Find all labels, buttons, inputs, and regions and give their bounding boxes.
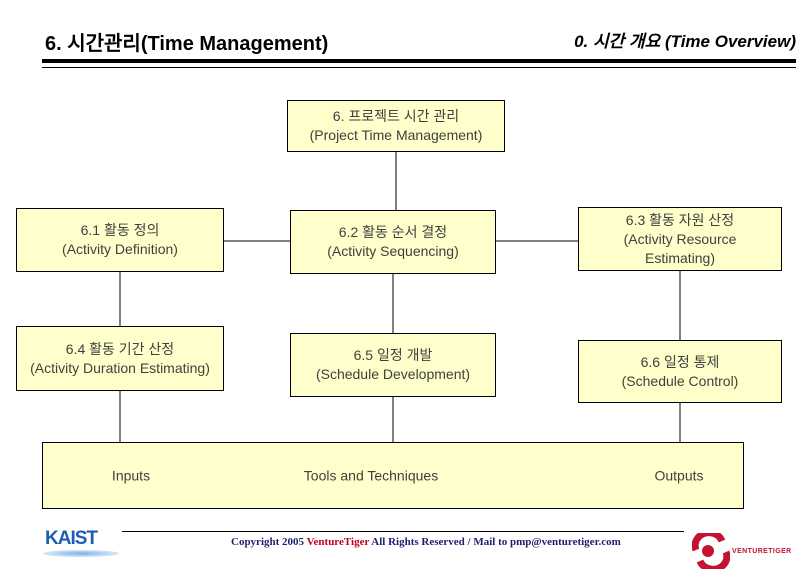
process-box-activity-duration-estimating: 6.4 활동 기간 산정 (Activity Duration Estimati… <box>16 326 224 391</box>
venturetiger-logo-text: VENTURETIGER <box>732 547 792 555</box>
box-english-label: (Activity Duration Estimating) <box>30 359 210 376</box>
box-english-label: (Activity Sequencing) <box>327 243 459 259</box>
legend-outputs-label: Outputs <box>654 467 704 483</box>
box-korean-label: 6.4 활동 기간 산정 <box>65 340 175 357</box>
process-box-activity-sequencing: 6.2 활동 순서 결정 (Activity Sequencing) <box>290 210 496 274</box>
box-korean-label: 6.6 일정 통제 <box>640 353 720 370</box>
box-english-label: (Schedule Control) <box>621 372 739 389</box>
overview-title: 0. 시간 개요 (Time Overview) <box>574 32 796 51</box>
legend-inputs-label: Inputs <box>111 467 151 483</box>
box-korean-label: 6.2 활동 순서 결정 <box>338 224 448 240</box>
venturetiger-logo: VENTURETIGER <box>692 533 792 569</box>
process-box-activity-resource-estimating: 6.3 활동 자원 산정 (Activity Resource Estimati… <box>578 207 782 271</box>
copyright-prefix: Copyright 2005 <box>231 536 307 548</box>
page-title: 6. 시간관리(Time Management) <box>45 33 329 55</box>
box-english-label: (Activity Resource Estimating) <box>623 230 737 266</box>
box-korean-label: 6. 프로젝트 시간 관리 <box>332 108 460 124</box>
kaist-swoosh-icon <box>43 550 119 557</box>
box-english-label: (Activity Definition) <box>62 241 178 257</box>
box-korean-label: 6.5 일정 개발 <box>353 347 433 363</box>
legend-tools-label: Tools and Techniques <box>303 467 439 483</box>
box-korean-label: 6.3 활동 자원 산정 <box>625 211 735 228</box>
process-box-schedule-development: 6.5 일정 개발 (Schedule Development) <box>290 333 496 397</box>
kaist-logo: KAIST <box>43 528 119 557</box>
footer-divider <box>122 531 684 532</box>
box-english-label: (Schedule Development) <box>315 366 471 382</box>
process-box-project-time-management: 6. 프로젝트 시간 관리 (Project Time Management) <box>287 100 505 152</box>
box-korean-label: 6.1 활동 정의 <box>80 222 160 238</box>
header-rule-thin <box>42 67 796 68</box>
copyright-brand: VentureTiger <box>306 536 370 548</box>
box-english-label: (Project Time Management) <box>309 127 483 143</box>
copyright-text: Copyright 2005 VentureTiger All Rights R… <box>231 536 621 548</box>
venturetiger-icon <box>692 533 730 569</box>
header-rule-thick <box>42 59 796 63</box>
process-box-activity-definition: 6.1 활동 정의 (Activity Definition) <box>16 208 224 272</box>
kaist-logo-text: KAIST <box>45 528 98 549</box>
process-box-schedule-control: 6.6 일정 통제 (Schedule Control) <box>578 340 782 403</box>
copyright-suffix: All Rights Reserved / Mail to pmp@ventur… <box>369 536 621 548</box>
io-legend-box: Inputs Tools and Techniques Outputs <box>42 442 744 509</box>
